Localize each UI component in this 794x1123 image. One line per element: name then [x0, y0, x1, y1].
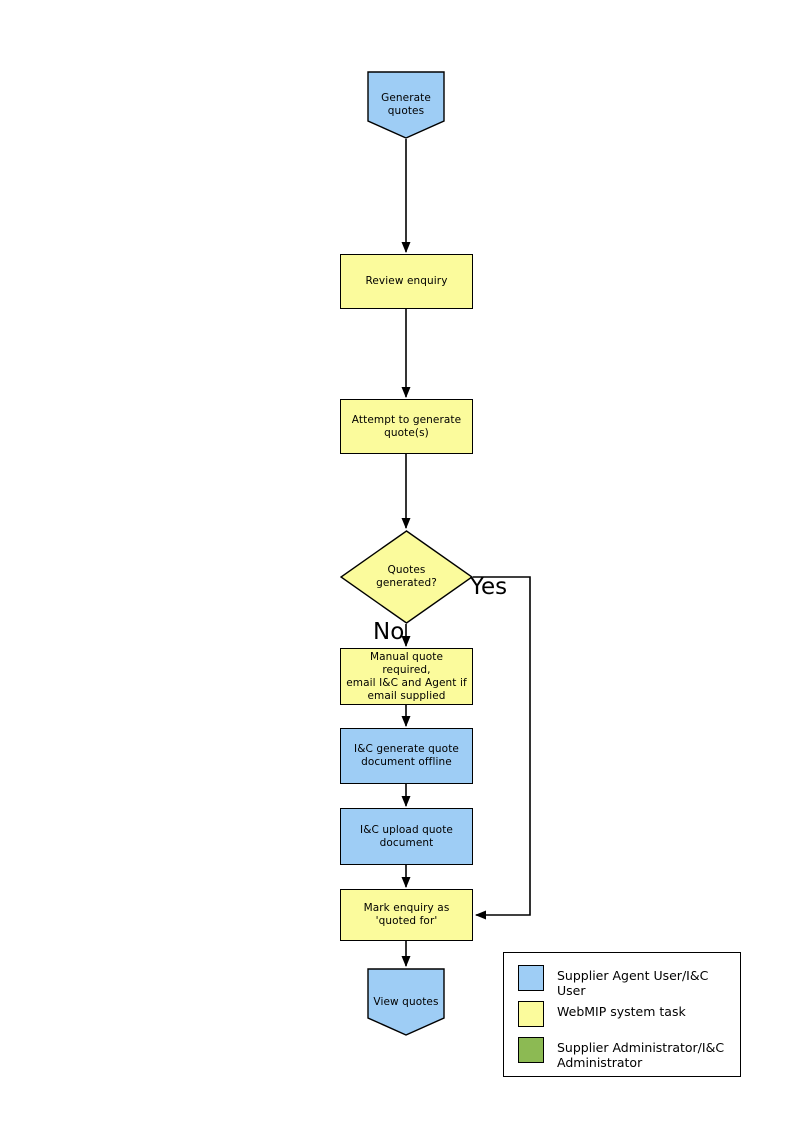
pentagon-shape	[367, 968, 445, 1036]
node-review-enquiry[interactable]: Review enquiry	[340, 254, 473, 309]
legend-swatch-yellow-icon	[518, 1001, 544, 1027]
node-label: Attempt to generate quote(s)	[351, 413, 462, 439]
node-label: I&C generate quote document offline	[354, 743, 459, 768]
legend-item-supplier-administrator: Supplier Administrator/I&C Administrator	[518, 1037, 724, 1070]
node-mark-enquiry-quoted-for[interactable]: Mark enquiry as 'quoted for'	[340, 889, 473, 941]
legend: Supplier Agent User/I&C User WebMIP syst…	[503, 952, 741, 1077]
pentagon-shape	[367, 71, 445, 139]
node-quotes-generated-decision[interactable]: Quotes generated?	[340, 530, 473, 624]
node-label: Generate quotes	[381, 92, 431, 117]
legend-swatch-green-icon	[518, 1037, 544, 1063]
node-manual-quote-required[interactable]: Manual quote required, email I&C and Age…	[340, 648, 473, 705]
legend-item-webmip-system-task: WebMIP system task	[518, 1001, 686, 1027]
branch-label-yes: Yes	[470, 574, 508, 600]
edge-decision-yes-to-mark	[473, 576, 531, 920]
node-label: Manual quote required, email I&C and Age…	[346, 650, 467, 702]
diamond-shape	[340, 530, 473, 624]
legend-label: WebMIP system task	[557, 1004, 686, 1019]
legend-item-supplier-agent-user: Supplier Agent User/I&C User	[518, 965, 740, 998]
legend-label: Supplier Agent User/I&C User	[557, 968, 709, 998]
node-generate-quotes[interactable]: Generate quotes	[367, 71, 445, 139]
node-label: Review enquiry	[365, 275, 448, 287]
node-ic-generate-quote-document[interactable]: I&C generate quote document offline	[340, 728, 473, 784]
legend-label: Supplier Administrator/I&C Administrator	[557, 1040, 725, 1070]
branch-label-no: No	[373, 619, 405, 645]
node-label: Quotes generated?	[376, 564, 437, 589]
node-view-quotes[interactable]: View quotes	[367, 968, 445, 1036]
node-label: View quotes	[373, 995, 439, 1008]
node-attempt-generate-quotes[interactable]: Attempt to generate quote(s)	[340, 399, 473, 454]
legend-swatch-blue-icon	[518, 965, 544, 991]
node-label: I&C upload quote document	[360, 823, 453, 849]
node-ic-upload-quote-document[interactable]: I&C upload quote document	[340, 808, 473, 865]
node-label: Mark enquiry as 'quoted for'	[363, 902, 450, 927]
